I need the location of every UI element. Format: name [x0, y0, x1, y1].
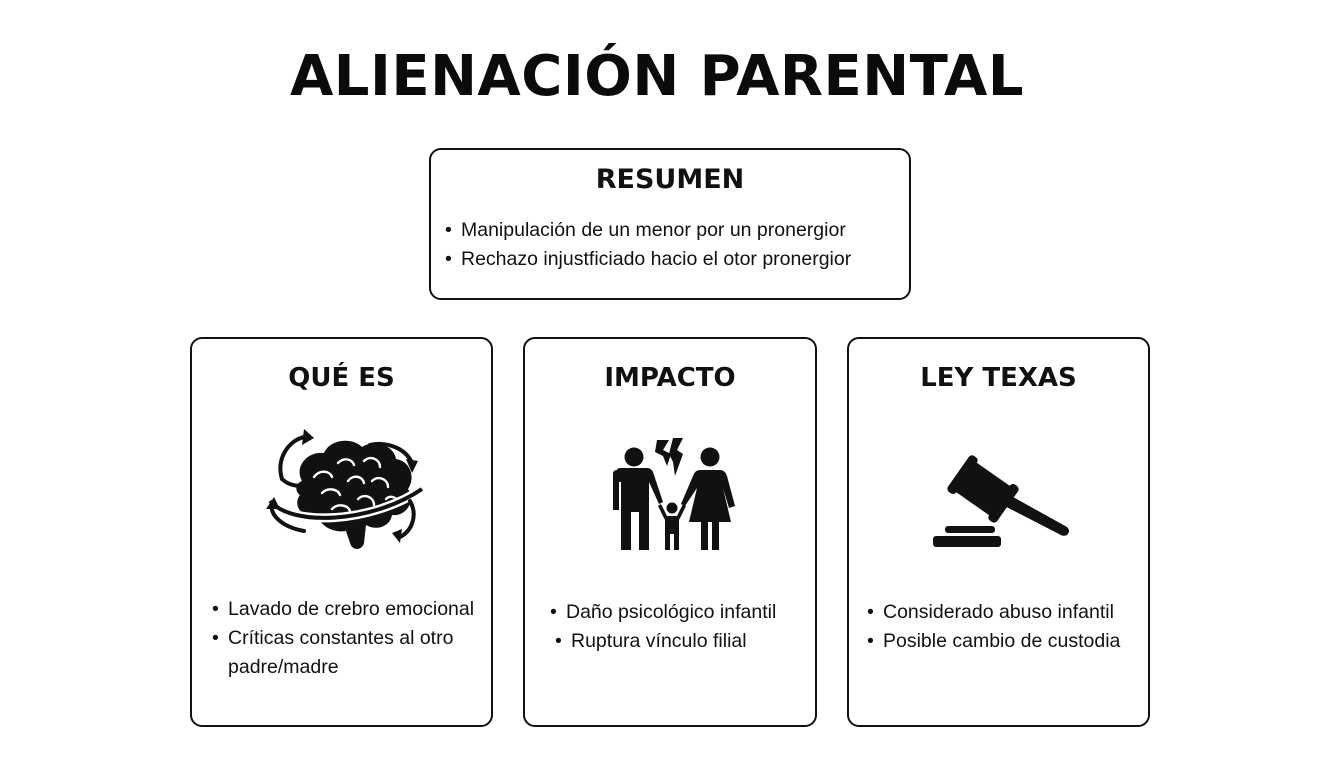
bullet: • [212, 627, 219, 649]
card-heading: LEY TEXAS [920, 363, 1077, 393]
bullet: • [445, 219, 452, 241]
list-item: •Manipulación de un menor por un pronerg… [445, 216, 851, 245]
bullet: • [555, 630, 562, 652]
list-item-continuation: padre/madre [228, 656, 339, 678]
brain-cycle-icon [252, 419, 442, 564]
card-ley-texas: LEY TEXAS •Considerado abuso infantil •P… [847, 337, 1150, 727]
bullet: • [212, 598, 219, 620]
summary-heading: RESUMEN [595, 164, 745, 195]
card-impacto: IMPACTO •Daño psicológico infantil •Rupt… [523, 337, 817, 727]
bullet: • [867, 601, 874, 623]
list-item: •Daño psicológico infantil [550, 598, 776, 627]
bullet: • [445, 248, 452, 270]
list-item: •Posible cambio de custodia [867, 627, 1120, 656]
card-heading: IMPACTO [604, 363, 736, 393]
bullet: • [867, 630, 874, 652]
list-item: •Considerado abuso infantil [867, 598, 1120, 627]
list-item: •Lavado de crebro emocional [212, 595, 492, 624]
list-item: •Críticas constantes al otro [212, 624, 492, 653]
summary-box: RESUMEN •Manipulación de un menor por un… [429, 148, 911, 300]
gavel-icon [917, 437, 1082, 552]
list-item: •Ruptura vínculo filial [550, 627, 776, 656]
summary-list: •Manipulación de un menor por un pronerg… [445, 216, 851, 274]
card-heading: QUÉ ES [288, 363, 395, 393]
list-item: •Rechazo injustficiado hacio el otor pro… [445, 245, 851, 274]
card-list: •Daño psicológico infantil •Ruptura vínc… [550, 598, 776, 656]
bullet: • [550, 601, 557, 623]
card-que-es: QUÉ ES [190, 337, 493, 727]
page-title: ALIENACIÓN PARENTAL [289, 44, 1025, 109]
card-list: •Considerado abuso infantil •Posible cam… [867, 598, 1120, 656]
broken-family-icon [597, 432, 747, 557]
card-list: •Lavado de crebro emocional •Críticas co… [212, 595, 492, 682]
